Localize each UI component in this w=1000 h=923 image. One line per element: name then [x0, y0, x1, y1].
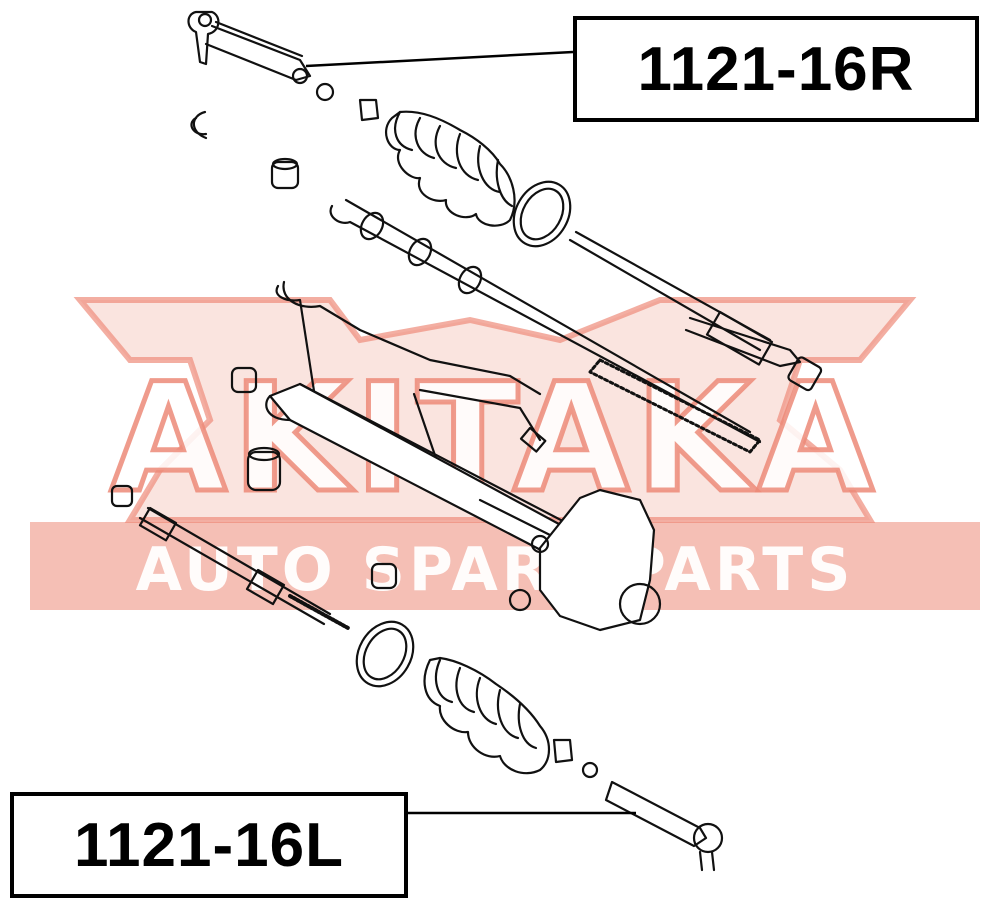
- watermark-tagline: AUTO SPARE PARTS: [136, 535, 855, 605]
- rack-housing: [265, 382, 662, 632]
- bushing-left-2: [246, 446, 282, 492]
- leader-lines: [305, 50, 636, 815]
- boot-right: [384, 110, 516, 227]
- tie-rod-end-left: [604, 780, 724, 872]
- part-number-label-right: 1121-16R: [573, 16, 979, 122]
- watermark: AKITAKA AUTO SPARE PARTS: [30, 297, 980, 610]
- rack-bar: [329, 198, 762, 454]
- inner-tie-rod-right: [568, 230, 823, 392]
- leader-line-right: [305, 50, 574, 68]
- watermark-logo-shape: [73, 297, 917, 523]
- part-number-left-text: 1121-16L: [74, 810, 344, 880]
- watermark-tagline-band: [30, 522, 980, 610]
- bushing-left-3: [110, 484, 134, 508]
- lock-nut-left: [552, 738, 574, 764]
- part-number-right-text: 1121-16R: [637, 34, 915, 104]
- bushing-center: [370, 562, 398, 590]
- boot-clamp-right: [512, 180, 572, 248]
- boot-left: [423, 656, 551, 775]
- lock-clip: [192, 110, 208, 140]
- boot-clamp-left: [355, 620, 415, 688]
- tie-rod-end-right: [187, 10, 312, 82]
- part-number-label-left: 1121-16L: [10, 792, 408, 898]
- bushing-top: [270, 157, 300, 190]
- inner-tie-rod-left: [138, 506, 350, 630]
- bushing-left-1: [230, 366, 258, 394]
- lock-nut-right: [358, 98, 380, 122]
- nut-right: [291, 67, 335, 102]
